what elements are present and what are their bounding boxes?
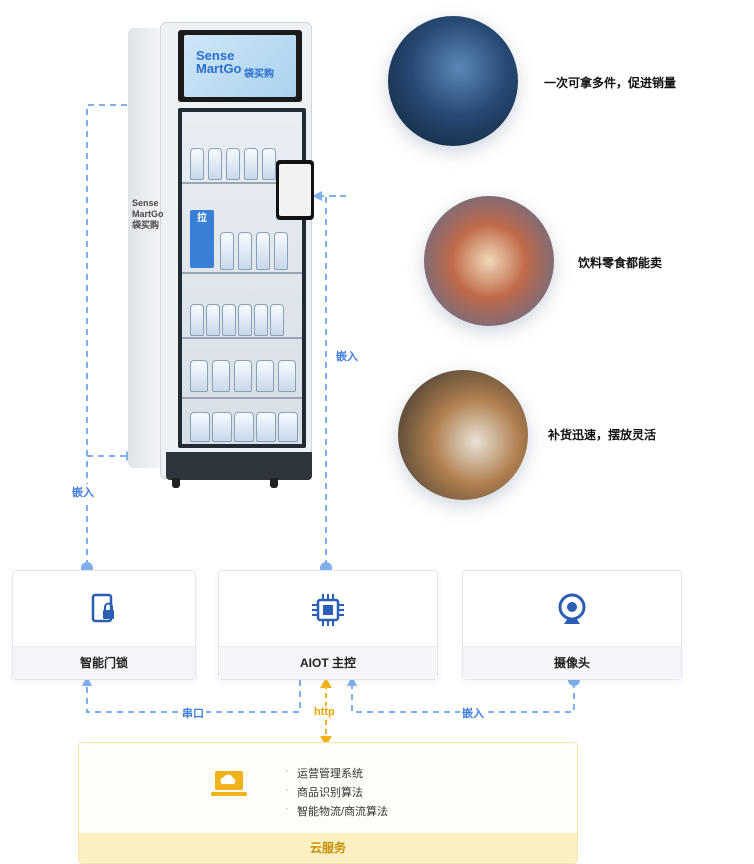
snack-box	[212, 412, 232, 442]
machine-foot	[270, 478, 278, 488]
can	[212, 360, 230, 392]
screen-brand-cn: 袋买购	[244, 69, 274, 80]
shelf	[182, 397, 302, 399]
shelf	[182, 182, 302, 184]
machine-screen: Sense MartGo 袋买购	[178, 30, 302, 102]
bottle	[190, 304, 204, 336]
shelf	[182, 272, 302, 274]
card-aiot-controller: AIOT 主控	[218, 570, 438, 680]
side-brand-line2: MartGo	[132, 209, 164, 219]
brand-line1: Sense	[196, 48, 235, 63]
bottle	[270, 304, 284, 336]
machine-base	[166, 452, 312, 480]
can	[190, 360, 208, 392]
bottle	[208, 148, 222, 180]
feature-caption-1: 一次可拿多件，促进销量	[544, 76, 677, 90]
service-item: 商品识别算法	[285, 784, 363, 800]
can	[234, 360, 252, 392]
bottle	[238, 304, 252, 336]
photo-snacks	[424, 196, 554, 326]
bottle	[238, 232, 252, 270]
bottle	[244, 148, 258, 180]
service-item: 运营管理系统	[285, 765, 363, 781]
photo-shopper	[388, 16, 518, 146]
side-brand: Sense MartGo 袋买购	[132, 198, 164, 231]
payment-tablet	[276, 160, 314, 220]
machine-door: 拉	[178, 108, 306, 448]
label-camera: 摄像头	[553, 656, 590, 670]
bottle	[254, 304, 268, 336]
can	[256, 360, 274, 392]
cloud-laptop-icon	[211, 771, 247, 796]
bottle	[262, 148, 276, 180]
shelf	[182, 337, 302, 339]
label-http: http	[312, 706, 337, 718]
bottle	[190, 148, 204, 180]
label-serial: 串口	[180, 705, 206, 721]
label-embed-mid: 嵌入	[334, 348, 360, 364]
aiot-to-machine-line	[316, 195, 346, 566]
door-tag: 拉	[190, 210, 214, 268]
screen-brand: Sense MartGo	[196, 49, 242, 75]
chip-icon	[312, 594, 344, 626]
card-camera: 摄像头	[462, 570, 682, 680]
label-embed-bottom: 嵌入	[460, 705, 486, 721]
photo-restock	[398, 370, 528, 500]
snack-box	[190, 412, 210, 442]
label-aiot: AIOT 主控	[300, 656, 356, 670]
feature-caption-2: 饮料零食都能卖	[578, 256, 663, 270]
bottle	[206, 304, 220, 336]
label-cloud: 云服务	[309, 841, 346, 855]
snack-box	[234, 412, 254, 442]
bottle	[226, 148, 240, 180]
snack-box	[256, 412, 276, 442]
machine-side-panel	[128, 28, 162, 468]
bottle	[256, 232, 270, 270]
card-smart-lock: 智能门锁	[12, 570, 196, 680]
side-brand-cn: 袋买购	[132, 220, 160, 230]
label-smart-lock: 智能门锁	[79, 656, 128, 670]
label-embed-left: 嵌入	[70, 484, 96, 500]
bottle	[274, 232, 288, 270]
side-brand-line1: Sense	[132, 198, 159, 208]
smart-lock-icon	[91, 593, 114, 623]
cloud-services-panel: 运营管理系统 商品识别算法 智能物流/商流算法 云服务	[78, 742, 578, 864]
camera-icon	[558, 593, 586, 624]
snack-box	[278, 412, 298, 442]
feature-caption-3: 补货迅速，摆放灵活	[548, 428, 657, 442]
service-item: 智能物流/商流算法	[285, 803, 388, 819]
bottle	[220, 232, 234, 270]
brand-line2: MartGo	[196, 61, 242, 76]
machine-foot	[172, 478, 180, 488]
bottle	[222, 304, 236, 336]
can	[278, 360, 296, 392]
